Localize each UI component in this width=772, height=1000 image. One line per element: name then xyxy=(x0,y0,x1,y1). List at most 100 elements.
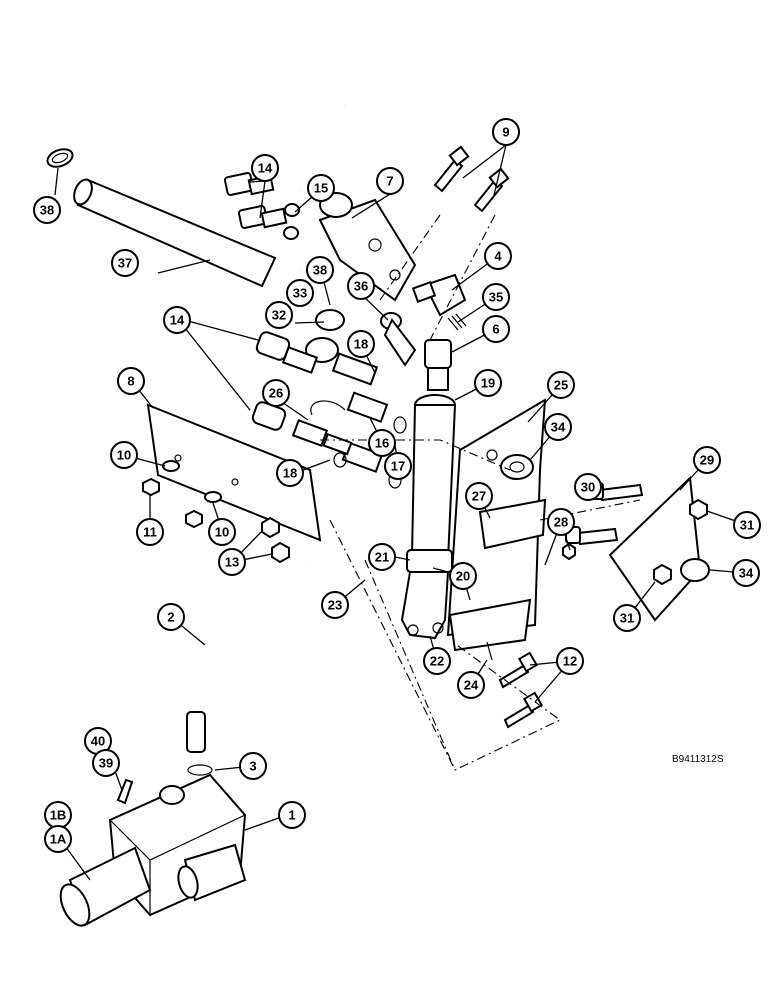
callout-1B: 1B xyxy=(44,801,72,829)
callout-17: 17 xyxy=(384,452,412,480)
svg-text:1A: 1A xyxy=(50,832,67,847)
svg-text:38: 38 xyxy=(313,263,327,278)
callout-6: 6 xyxy=(482,315,510,343)
callout-29: 29 xyxy=(693,446,721,474)
callout-36: 36 xyxy=(347,272,375,300)
svg-text:32: 32 xyxy=(272,308,286,323)
callout-26: 26 xyxy=(262,379,290,407)
callout-4: 4 xyxy=(484,242,512,270)
callout-37: 37 xyxy=(111,249,139,277)
valve xyxy=(59,773,247,927)
svg-text:21: 21 xyxy=(375,550,389,565)
cylinder xyxy=(400,394,457,640)
callout-31-right: 31 xyxy=(733,511,761,539)
svg-text:16: 16 xyxy=(375,436,389,451)
cover-plate xyxy=(146,403,322,542)
svg-text:26: 26 xyxy=(269,386,283,401)
callout-15: 15 xyxy=(307,174,335,202)
svg-text:12: 12 xyxy=(563,654,577,669)
callout-10-right: 10 xyxy=(208,518,236,546)
cotter-pin xyxy=(486,641,493,661)
callout-9: 9 xyxy=(492,118,520,146)
svg-text:17: 17 xyxy=(391,459,405,474)
hose-loop xyxy=(140,53,367,414)
tube xyxy=(73,178,277,288)
callout-27: 27 xyxy=(465,482,493,510)
callout-30: 30 xyxy=(574,473,602,501)
svg-text:10: 10 xyxy=(117,448,131,463)
callout-33: 33 xyxy=(286,279,314,307)
callout-11: 11 xyxy=(136,518,164,546)
callout-19: 19 xyxy=(474,369,502,397)
callout-25: 25 xyxy=(547,371,575,399)
svg-text:40: 40 xyxy=(91,734,105,749)
callout-32: 32 xyxy=(265,301,293,329)
callout-3: 3 xyxy=(239,752,267,780)
svg-text:2: 2 xyxy=(167,610,174,625)
callout-31-bottom: 31 xyxy=(613,604,641,632)
svg-text:30: 30 xyxy=(581,480,595,495)
callout-35: 35 xyxy=(482,283,510,311)
svg-text:23: 23 xyxy=(328,598,342,613)
svg-text:8: 8 xyxy=(127,374,134,389)
figure-reference: B9411312S xyxy=(672,754,724,765)
svg-text:35: 35 xyxy=(489,290,503,305)
svg-text:31: 31 xyxy=(740,518,754,533)
elbow-fitting xyxy=(411,273,467,331)
svg-text:19: 19 xyxy=(481,376,495,391)
callout-16: 16 xyxy=(368,429,396,457)
callout-18-top: 18 xyxy=(347,330,375,358)
svg-text:24: 24 xyxy=(464,678,479,693)
svg-text:33: 33 xyxy=(293,286,307,301)
nuts xyxy=(261,516,290,564)
svg-text:28: 28 xyxy=(554,515,568,530)
svg-text:37: 37 xyxy=(118,256,132,271)
callout-2: 2 xyxy=(157,603,185,631)
callout-1: 1 xyxy=(278,801,306,829)
callout-34-top: 34 xyxy=(544,413,572,441)
svg-text:18: 18 xyxy=(354,337,368,352)
hose-clamp xyxy=(46,148,74,168)
svg-text:39: 39 xyxy=(99,756,113,771)
callout-39: 39 xyxy=(92,749,120,777)
svg-text:9: 9 xyxy=(502,125,509,140)
svg-text:4: 4 xyxy=(494,249,502,264)
callout-38-top: 38 xyxy=(33,196,61,224)
hose xyxy=(186,560,306,753)
callout-18-lower: 18 xyxy=(276,459,304,487)
svg-text:27: 27 xyxy=(472,489,486,504)
svg-text:34: 34 xyxy=(551,420,566,435)
callout-14-top: 14 xyxy=(251,154,279,182)
svg-text:14: 14 xyxy=(170,313,185,328)
callout-34-bottom: 34 xyxy=(732,559,760,587)
svg-text:6: 6 xyxy=(492,322,499,337)
callout-28: 28 xyxy=(547,508,575,536)
assembly-lines xyxy=(320,214,641,771)
svg-text:20: 20 xyxy=(456,569,470,584)
svg-text:34: 34 xyxy=(739,566,754,581)
callout-8: 8 xyxy=(117,367,145,395)
svg-text:13: 13 xyxy=(225,555,239,570)
svg-text:38: 38 xyxy=(40,203,54,218)
svg-text:36: 36 xyxy=(354,279,368,294)
svg-text:29: 29 xyxy=(700,453,714,468)
callout-20: 20 xyxy=(449,562,477,590)
callout-1A: 1A xyxy=(44,825,72,853)
callout-14-left: 14 xyxy=(163,306,191,334)
callout-23: 23 xyxy=(321,591,349,619)
callout-7: 7 xyxy=(376,167,404,195)
callout-22: 22 xyxy=(423,647,451,675)
callout-38-mid: 38 xyxy=(306,256,334,284)
nuts-washers xyxy=(142,460,222,529)
mounting-bracket xyxy=(446,398,547,652)
svg-text:18: 18 xyxy=(283,466,297,481)
callout-24: 24 xyxy=(457,671,485,699)
svg-text:22: 22 xyxy=(430,654,444,669)
svg-text:14: 14 xyxy=(258,161,273,176)
callout-12: 12 xyxy=(556,647,584,675)
svg-text:1: 1 xyxy=(288,808,295,823)
svg-text:7: 7 xyxy=(386,174,393,189)
svg-text:15: 15 xyxy=(314,181,328,196)
o-ring xyxy=(187,764,213,776)
